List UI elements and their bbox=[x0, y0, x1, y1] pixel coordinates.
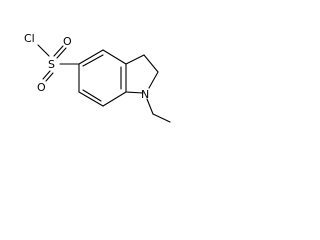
bond-s-o-lower-a bbox=[42, 70, 51, 80]
bond-double-inner-c5-c6 bbox=[82, 89, 102, 102]
atom-label-oxygen-upper: O bbox=[63, 35, 72, 48]
bond-ring-c4-c5 bbox=[102, 91, 127, 107]
atom-label-nitrogen: N bbox=[141, 88, 149, 101]
chemical-structure: Cl S O O N bbox=[24, 32, 171, 123]
atom-label-sulfur: S bbox=[48, 58, 55, 71]
bond-s-o-lower-b bbox=[45, 72, 54, 82]
bond-ch2-ch2 bbox=[143, 54, 159, 73]
bond-ch2-n bbox=[148, 71, 159, 89]
bond-ring-c5-c6 bbox=[78, 91, 104, 107]
bond-ring-c1-c2 bbox=[78, 49, 104, 65]
bond-s-o-upper-b bbox=[56, 47, 67, 59]
bond-c3-ch2 bbox=[125, 54, 145, 65]
atom-label-oxygen-lower: O bbox=[37, 81, 46, 94]
bond-n-ch2-ethyl bbox=[146, 98, 154, 115]
atom-label-chlorine: Cl bbox=[24, 32, 35, 45]
bond-ethyl-ch3 bbox=[152, 113, 171, 123]
bond-double-inner-c1-c2 bbox=[82, 54, 104, 67]
bond-s-o-upper-a bbox=[53, 45, 64, 57]
bond-s-cl bbox=[37, 44, 50, 57]
bond-ring-c2-c3 bbox=[102, 49, 127, 65]
bond-n-c4 bbox=[125, 91, 144, 94]
